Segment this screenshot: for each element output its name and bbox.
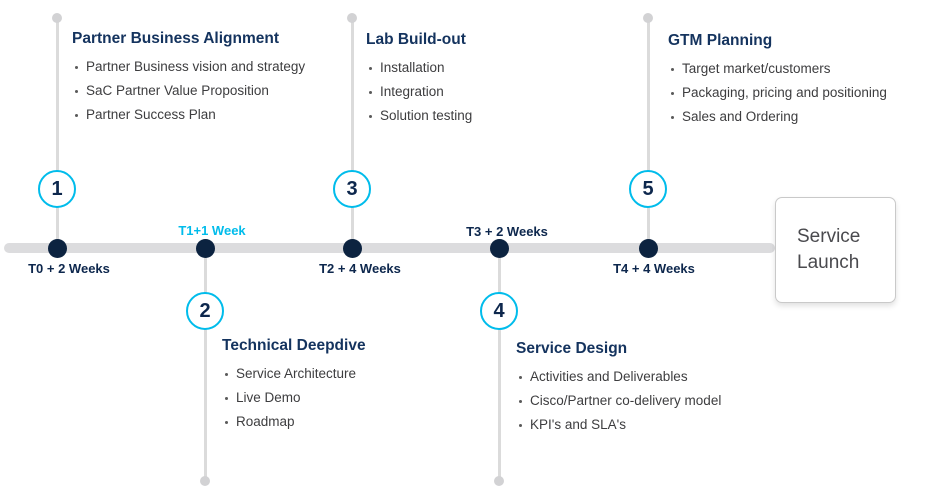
milestone-5-number-badge: 5 [629, 170, 667, 208]
milestone-4-timeline-dot [489, 238, 509, 258]
milestone-1-content-block: Partner Business Alignment Partner Busin… [72, 30, 305, 131]
milestone-5-timeline-dot [638, 238, 658, 258]
milestone-3-bullet-list: Installation Integration Solution testin… [366, 60, 472, 123]
bullet-item: Cisco/Partner co-delivery model [516, 393, 721, 408]
milestone-1-timeline-dot [47, 238, 67, 258]
milestone-3-timeline-dot [342, 238, 362, 258]
milestone-1-connector-line [55, 17, 59, 248]
bullet-item: Integration [366, 84, 472, 99]
bullet-item: Activities and Deliverables [516, 369, 721, 384]
milestone-3-title: Lab Build-out [366, 31, 466, 48]
milestone-5-date-label: T4 + 4 Weeks [613, 261, 695, 276]
milestone-4-bullet-list: Activities and Deliverables Cisco/Partne… [516, 369, 721, 432]
milestone-4-date-label: T3 + 2 Weeks [466, 224, 548, 239]
bullet-item: Service Architecture [222, 366, 366, 381]
milestone-5-line-end-dot [643, 13, 653, 23]
bullet-item: Solution testing [366, 108, 472, 123]
milestone-1-number-badge: 1 [38, 170, 76, 208]
milestone-4-content-block: Service Design Activities and Deliverabl… [516, 340, 721, 441]
bullet-item: Partner Success Plan [72, 107, 305, 122]
service-launch-box: Service Launch [775, 197, 896, 303]
bullet-item: Sales and Ordering [668, 109, 887, 124]
milestone-1-line-end-dot [52, 13, 62, 23]
milestone-4-connector-line [497, 248, 501, 481]
milestone-2-line-end-dot [200, 476, 210, 486]
bullet-item: Roadmap [222, 414, 366, 429]
bullet-item: Target market/customers [668, 61, 887, 76]
timeline-bar [4, 243, 775, 253]
service-launch-label: Service Launch [797, 226, 861, 273]
bullet-item: Live Demo [222, 390, 366, 405]
milestone-2-connector-line [203, 248, 207, 481]
milestone-5-bullet-list: Target market/customers Packaging, prici… [668, 61, 887, 124]
milestone-2-date-label: T1+1 Week [178, 223, 246, 238]
milestone-5-title: GTM Planning [668, 32, 773, 49]
milestone-2-title: Technical Deepdive [222, 337, 366, 354]
milestone-1-title: Partner Business Alignment [72, 30, 280, 47]
bullet-item: Installation [366, 60, 472, 75]
milestone-2-number-badge: 2 [186, 292, 224, 330]
milestone-2-bullet-list: Service Architecture Live Demo Roadmap [222, 366, 366, 429]
bullet-item: SaC Partner Value Proposition [72, 83, 305, 98]
bullet-item: KPI's and SLA's [516, 417, 721, 432]
milestone-3-content-block: Lab Build-out Installation Integration S… [366, 31, 472, 132]
milestone-3-date-label: T2 + 4 Weeks [319, 261, 401, 276]
milestone-1-bullet-list: Partner Business vision and strategy SaC… [72, 59, 305, 122]
milestone-3-number-badge: 3 [333, 170, 371, 208]
milestone-2-content-block: Technical Deepdive Service Architecture … [222, 337, 366, 438]
milestone-3-line-end-dot [347, 13, 357, 23]
milestone-1-date-label: T0 + 2 Weeks [28, 261, 110, 276]
milestone-5-connector-line [646, 17, 650, 248]
bullet-item: Partner Business vision and strategy [72, 59, 305, 74]
milestone-4-title: Service Design [516, 340, 628, 357]
bullet-item: Packaging, pricing and positioning [668, 85, 887, 100]
milestone-2-timeline-dot [195, 238, 215, 258]
milestone-5-content-block: GTM Planning Target market/customers Pac… [668, 32, 887, 133]
milestone-4-number-badge: 4 [480, 292, 518, 330]
milestone-3-connector-line [350, 17, 354, 248]
milestone-4-line-end-dot [494, 476, 504, 486]
